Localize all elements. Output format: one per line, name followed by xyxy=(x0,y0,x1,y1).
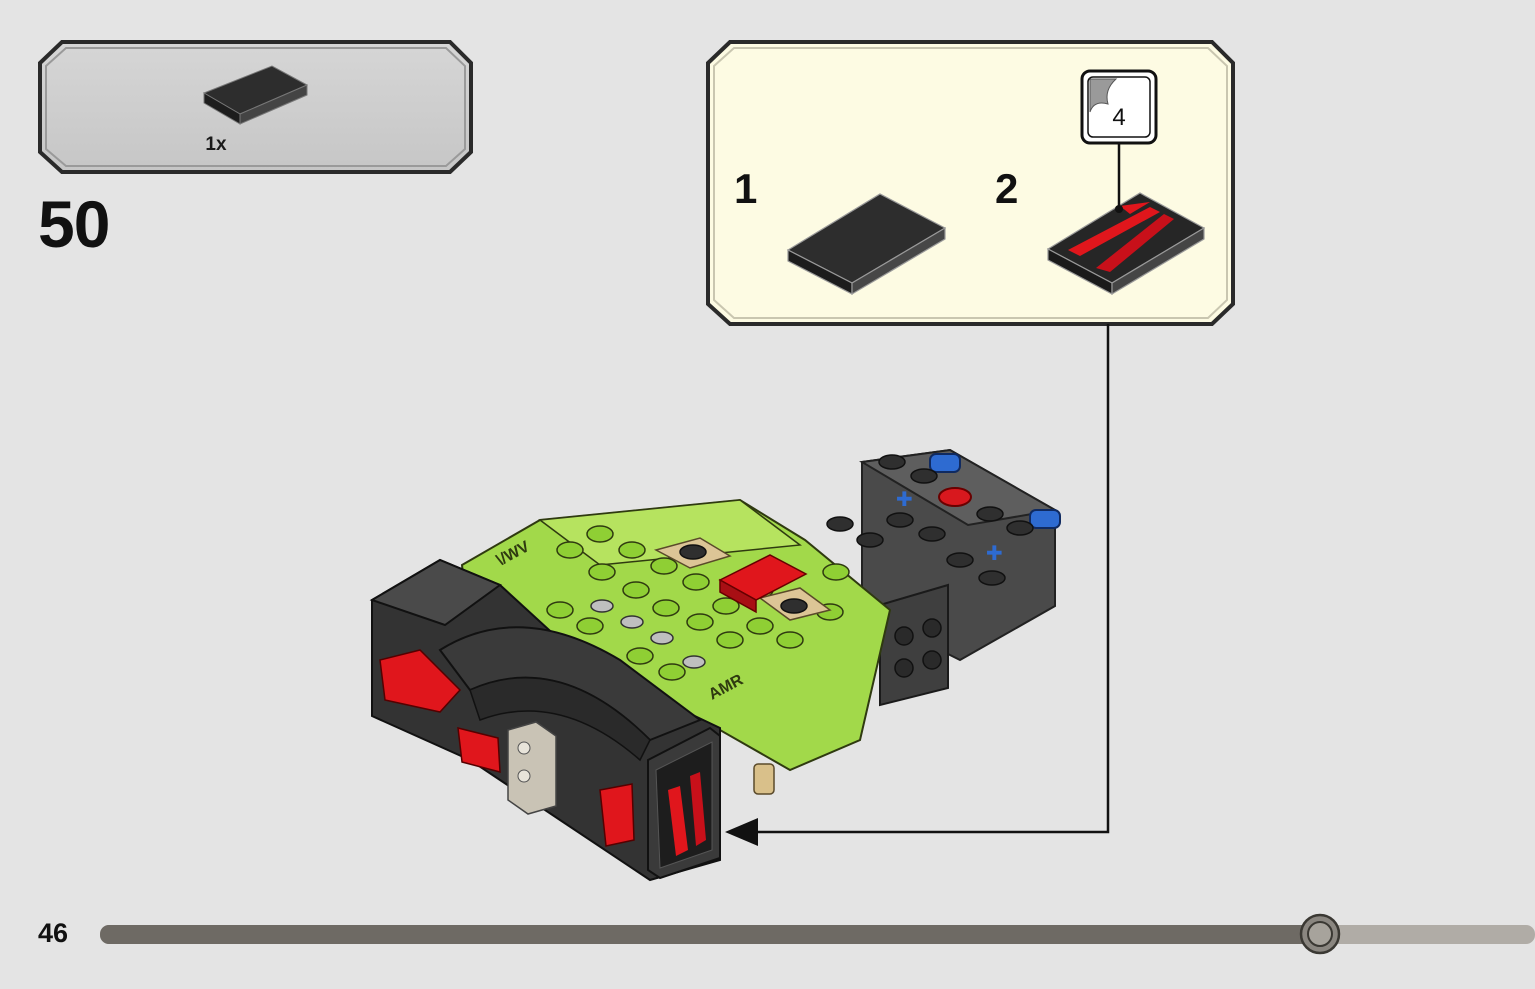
sticker-sheet-icon xyxy=(1080,69,1158,145)
sticker-number: 4 xyxy=(1112,104,1126,131)
striped-tile-sticker-icon xyxy=(1046,192,1206,296)
progress-bar xyxy=(100,913,1535,955)
svg-text:✚: ✚ xyxy=(986,543,1003,565)
black-flat-tile-icon xyxy=(202,65,309,125)
step-number: 50 xyxy=(38,187,110,261)
progress-knob xyxy=(1299,913,1341,955)
placement-arrow-icon xyxy=(725,818,758,846)
sub-step-1-number: 1 xyxy=(734,165,758,212)
svg-text:✚: ✚ xyxy=(896,489,913,511)
lime-green-race-car-assembly-icon: ✚ ✚ xyxy=(369,448,1061,882)
page-number: 46 xyxy=(38,918,69,948)
sub-step-2-number: 2 xyxy=(995,165,1019,212)
parts-quantity-label: 1x xyxy=(205,134,227,155)
sub-step-1-tile-icon xyxy=(786,193,947,296)
